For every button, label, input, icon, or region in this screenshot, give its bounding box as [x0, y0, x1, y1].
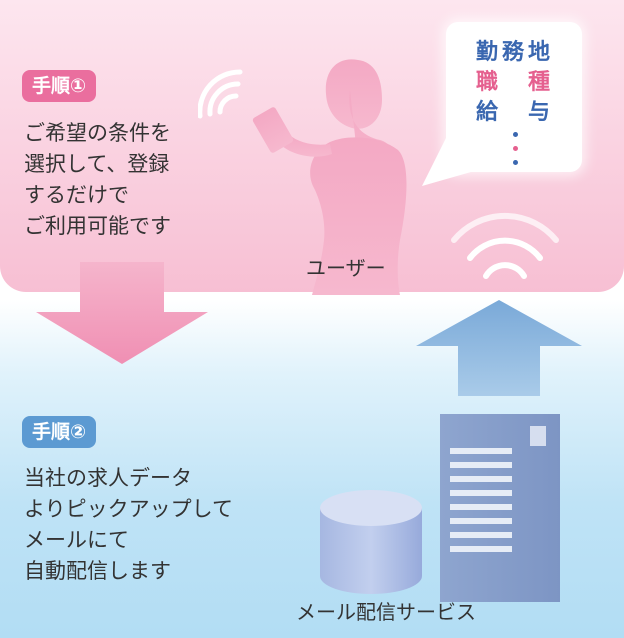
arrow-up-icon	[416, 300, 582, 396]
step2-description: 当社の求人データ よりピックアップして メールにて 自動配信します	[24, 463, 233, 587]
step1-badge: 手順①	[22, 70, 97, 102]
bubble-row-location: 勤務地	[476, 34, 554, 66]
bubble-char: 地	[528, 40, 551, 65]
bubble-char: 勤	[476, 40, 499, 65]
step2-line: メールにて	[24, 528, 129, 552]
step1-line: ご希望の条件を	[24, 121, 171, 145]
server-icon	[440, 414, 560, 602]
step1-line: ご利用可能です	[24, 214, 171, 238]
service-label: メール配信サービス	[296, 600, 476, 624]
ellipsis-dot	[513, 132, 518, 137]
bubble-char: 種	[528, 70, 551, 95]
ellipsis-dot	[513, 146, 518, 151]
ellipsis-dot	[513, 160, 518, 165]
step1-description: ご希望の条件を 選択して、登録 するだけで ご利用可能です	[24, 118, 171, 242]
step2-line: 当社の求人データ	[24, 466, 192, 490]
bubble-row-salary: 給与	[476, 94, 554, 126]
wifi-signal-icon	[451, 212, 559, 279]
bubble-char: 給	[476, 100, 499, 125]
user-label: ユーザー	[306, 256, 386, 280]
bubble-char: 職	[476, 70, 499, 95]
bubble-char: 与	[528, 100, 551, 125]
bubble-row-job-type: 職種	[476, 64, 554, 96]
database-icon	[320, 490, 422, 594]
wifi-signal-icon	[198, 69, 243, 119]
step1-line: するだけで	[24, 183, 129, 207]
arrow-down-icon	[36, 262, 208, 364]
step2-line: よりピックアップして	[24, 497, 233, 521]
step1-line: 選択して、登録	[24, 152, 170, 176]
step2-badge: 手順②	[22, 416, 97, 448]
condition-speech-bubble: 勤務地 職種 給与	[446, 22, 582, 172]
step2-line: 自動配信します	[24, 559, 171, 583]
user-silhouette-icon	[252, 59, 407, 295]
bubble-char: 務	[502, 40, 525, 65]
